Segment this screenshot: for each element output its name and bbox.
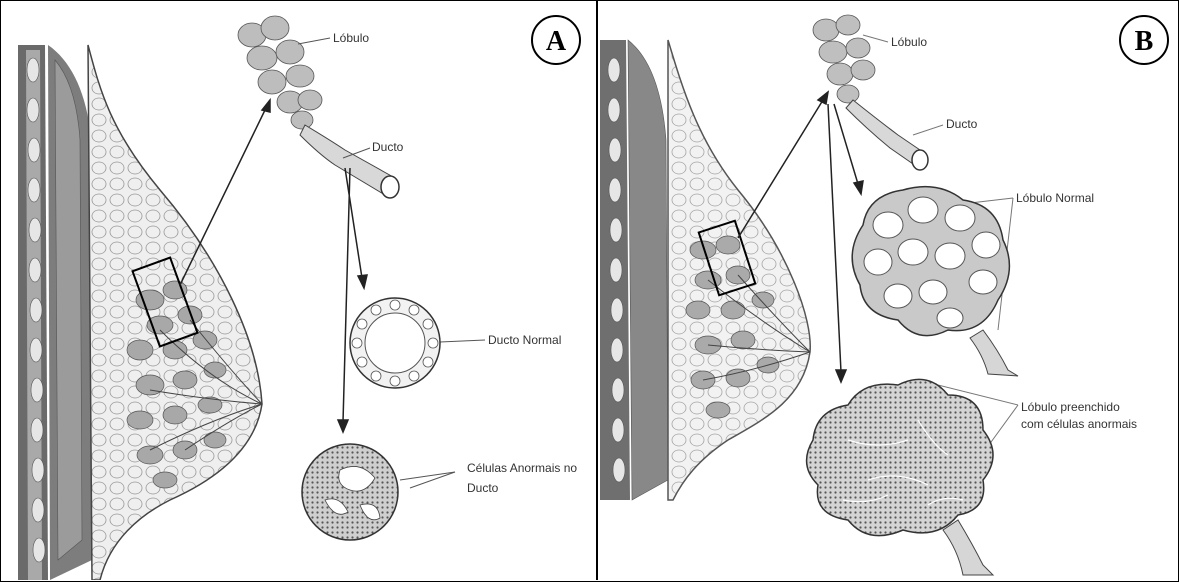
svg-text:B: B <box>1135 26 1154 57</box>
label-celulas-anormais-line1: Células Anormais no <box>467 461 577 475</box>
badge-b: B <box>1120 16 1168 64</box>
lobule-illustration <box>238 16 399 198</box>
label-lobulo-normal: Lóbulo Normal <box>1016 191 1094 205</box>
badge-a: A <box>532 16 580 64</box>
abnormal-duct-cross-section <box>302 444 398 540</box>
label-ducto: Ducto <box>372 140 404 154</box>
label-lobulo-preenchido-line1: Lóbulo preenchido <box>1021 400 1120 414</box>
panel-a-illustration: Lóbulo Ducto Ducto Normal Células Anorma… <box>0 0 596 580</box>
panel-b: Lóbulo Ducto Lóbulo Normal Lóbulo preenc… <box>598 0 1177 580</box>
breast-outline-b <box>668 40 810 500</box>
label-lobulo-b: Lóbulo <box>891 35 927 49</box>
normal-lobule <box>852 187 1018 376</box>
label-lobulo: Lóbulo <box>333 31 369 45</box>
chest-wall <box>18 45 92 580</box>
label-ducto-normal: Ducto Normal <box>488 333 561 347</box>
label-lobulo-preenchido-line2: com células anormais <box>1021 417 1137 431</box>
breast-outline <box>88 45 262 580</box>
panel-a: Lóbulo Ducto Ducto Normal Células Anorma… <box>0 0 598 580</box>
chest-wall-b <box>600 40 668 500</box>
label-celulas-anormais-line2: Ducto <box>467 481 499 495</box>
label-ducto-b: Ducto <box>946 117 978 131</box>
svg-text:A: A <box>546 26 567 57</box>
abnormal-lobule <box>807 379 993 575</box>
leader-lines <box>298 38 485 488</box>
panel-b-illustration: Lóbulo Ducto Lóbulo Normal Lóbulo preenc… <box>598 0 1177 580</box>
normal-duct-cross-section <box>350 298 440 388</box>
